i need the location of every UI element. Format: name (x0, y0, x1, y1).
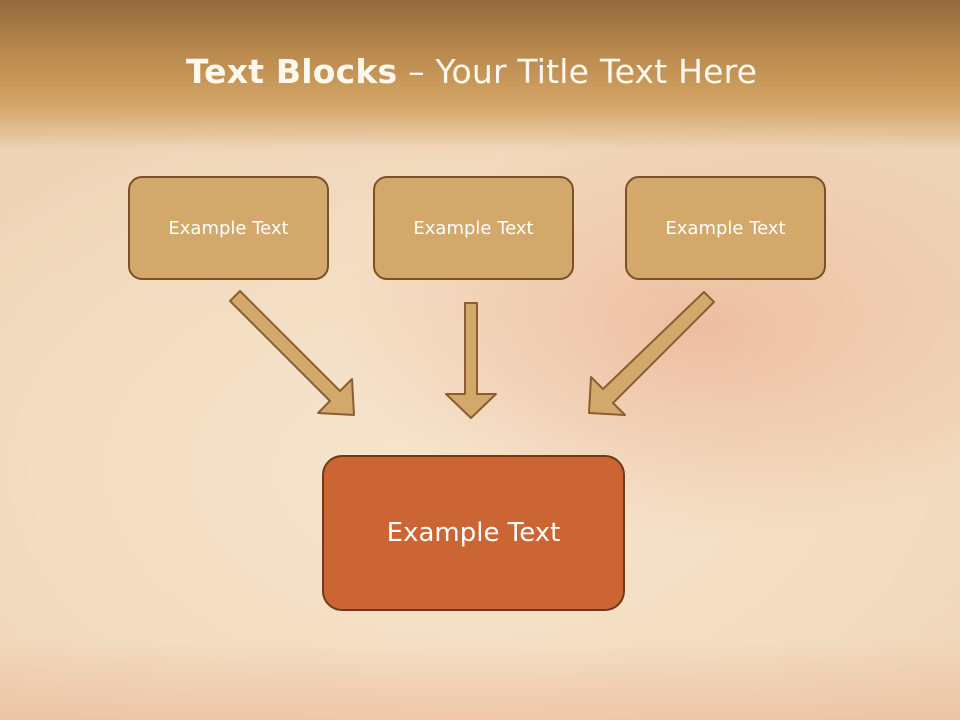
result-block[interactable]: Example Text (322, 455, 625, 611)
arrow-left-diagonal (229, 290, 355, 416)
text-block-left[interactable]: Example Text (128, 176, 329, 280)
text-block-left-label: Example Text (168, 217, 289, 239)
title-band (0, 0, 960, 150)
title-bold: Text Blocks (185, 52, 398, 91)
result-block-label: Example Text (386, 518, 561, 548)
slide-title: Text Blocks – Your Title Text Here (0, 52, 943, 91)
arrow-right-diagonal (588, 291, 715, 416)
text-block-center[interactable]: Example Text (373, 176, 574, 280)
text-block-right-label: Example Text (665, 217, 786, 239)
arrow-center-down (445, 302, 497, 419)
text-block-center-label: Example Text (413, 217, 534, 239)
title-rest: – Your Title Text Here (397, 52, 758, 91)
text-block-right[interactable]: Example Text (625, 176, 826, 280)
